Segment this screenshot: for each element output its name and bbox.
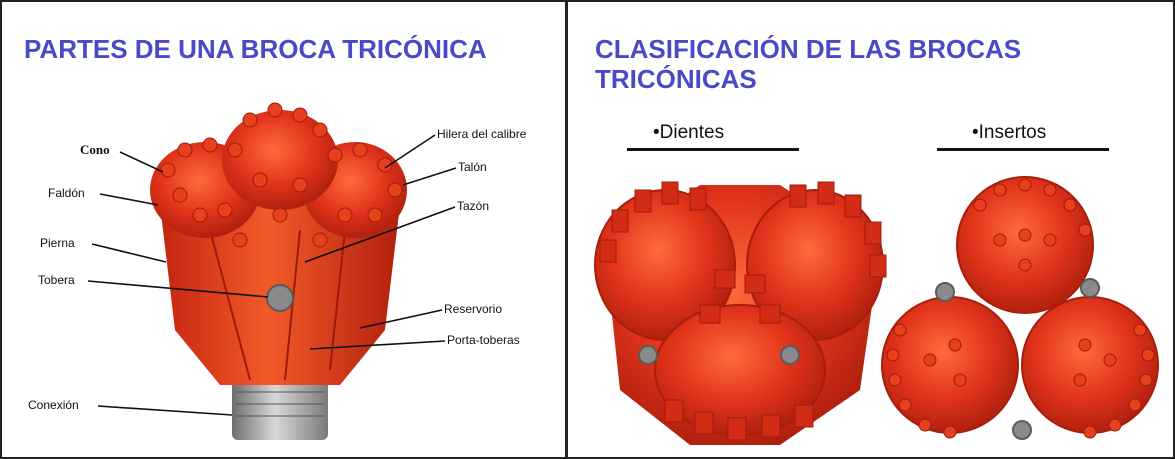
label-heel: Talón <box>458 160 487 174</box>
label-leg: Pierna <box>40 236 75 250</box>
insert-bit-image <box>881 176 1159 440</box>
label-connection: Conexión <box>28 398 79 412</box>
tricone-bit-image <box>150 102 407 440</box>
label-nozzle: Tobera <box>38 273 75 287</box>
label-bowl: Tazón <box>457 199 490 213</box>
category-teeth: •Dientes <box>653 122 725 143</box>
nozzle-icon <box>266 284 294 312</box>
bit-connection-pin <box>232 378 328 440</box>
panel-divider <box>565 0 568 459</box>
label-nozzle-holder: Porta-toberas <box>447 333 520 347</box>
category-teeth-underline <box>627 148 799 151</box>
category-inserts: •Insertos <box>972 122 1047 143</box>
label-gauge-row: Hilera del calibre <box>437 127 527 141</box>
left-panel-title: PARTES DE UNA BROCA TRICÓNICA <box>24 34 487 64</box>
cone-top <box>222 110 338 210</box>
label-reservoir: Reservorio <box>444 302 503 316</box>
label-cone: Cono <box>80 142 110 157</box>
milled-tooth-bit-image <box>594 181 887 445</box>
label-skirt: Faldón <box>48 186 85 200</box>
label-leaders <box>87 134 457 416</box>
right-panel-title: CLASIFICACIÓN DE LAS BROCAS TRICÓNICAS <box>595 34 1022 94</box>
category-inserts-underline <box>937 148 1109 151</box>
